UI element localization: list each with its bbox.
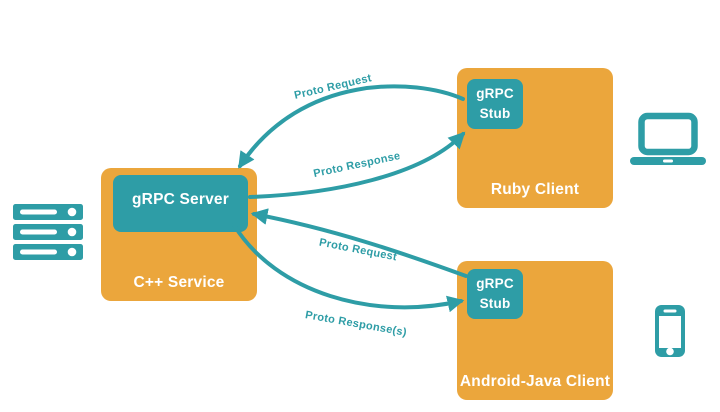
ruby-client-box: gRPC Stub Ruby Client bbox=[457, 68, 613, 208]
stub-label-line1: gRPC bbox=[476, 276, 514, 291]
ruby-grpc-stub-box: gRPC Stub bbox=[467, 79, 523, 129]
proto-response-arrow-bottom bbox=[232, 223, 465, 313]
proto-request-label-bottom: Proto Request bbox=[318, 236, 398, 264]
stub-label-line2: Stub bbox=[479, 106, 511, 121]
laptop-icon bbox=[630, 112, 706, 165]
android-java-client-label: Android-Java Client bbox=[459, 373, 611, 390]
server-rack-icon bbox=[13, 204, 83, 260]
proto-response-label-top: Proto Response bbox=[312, 149, 402, 181]
smartphone-icon bbox=[655, 305, 685, 357]
grpc-server-box: gRPC Server bbox=[113, 175, 248, 232]
cpp-service-label: C++ Service bbox=[133, 274, 225, 291]
stub-label-line2: Stub bbox=[479, 296, 511, 311]
grpc-server-label: gRPC Server bbox=[132, 191, 229, 208]
stub-label-line1: gRPC bbox=[476, 86, 514, 101]
android-java-client-box: gRPC Stub Android-Java Client bbox=[457, 261, 613, 400]
proto-request-arrow-top bbox=[238, 84, 465, 169]
proto-response-label-bottom: Proto Response(s) bbox=[304, 309, 408, 339]
ruby-client-label: Ruby Client bbox=[490, 181, 580, 198]
proto-request-label-top: Proto Request bbox=[293, 72, 373, 102]
android-grpc-stub-box: gRPC Stub bbox=[467, 269, 523, 319]
cpp-service-box: gRPC Server C++ Service bbox=[101, 168, 257, 301]
